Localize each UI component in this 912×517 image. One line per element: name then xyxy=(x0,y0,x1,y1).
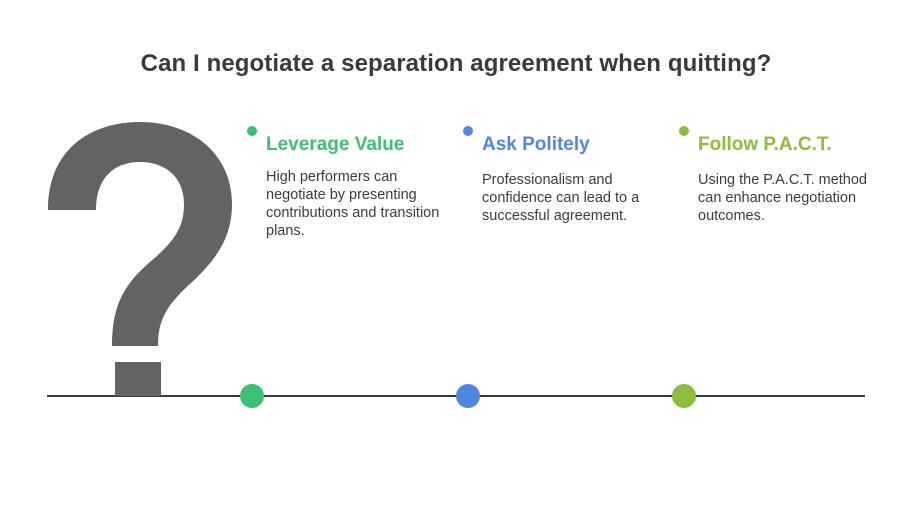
step-1-heading: Leverage Value xyxy=(266,134,405,155)
question-mark-icon xyxy=(48,122,232,396)
step-1-timeline-node xyxy=(240,384,264,408)
step-2-description: Professionalism and confidence can lead … xyxy=(482,172,640,224)
step-2-heading: Ask Politely xyxy=(482,134,590,155)
step-1-description: High performers can negotiate by present… xyxy=(266,169,440,239)
step-1-marker-dot xyxy=(247,126,257,136)
step-3-heading: Follow P.A.C.T. xyxy=(698,134,832,155)
step-3-description: Using the P.A.C.T. method can enhance ne… xyxy=(698,172,867,224)
step-2-timeline-node xyxy=(456,384,480,408)
step-2-marker-dot xyxy=(463,126,473,136)
step-3-marker-dot xyxy=(679,126,689,136)
step-3-timeline-node xyxy=(672,384,696,408)
page-title: Can I negotiate a separation agreement w… xyxy=(140,50,772,77)
